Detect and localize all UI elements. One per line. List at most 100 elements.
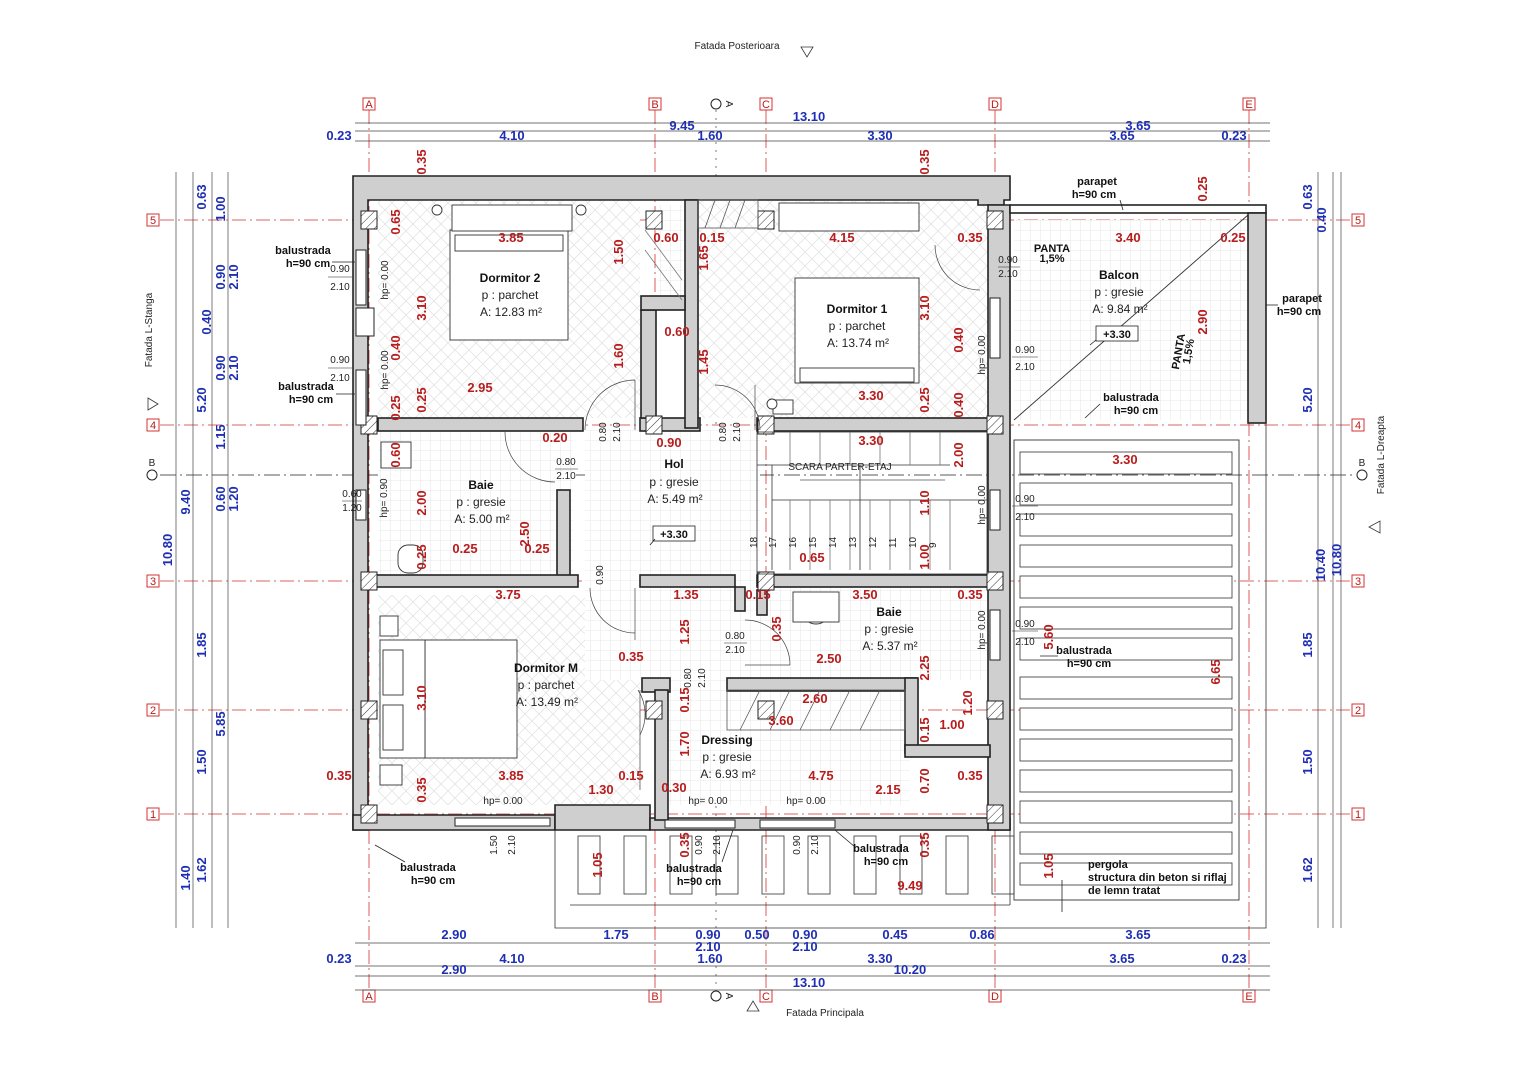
section-marker-b-right: B [1356, 458, 1368, 481]
svg-text:2.15: 2.15 [875, 782, 900, 797]
facade-front-label: Fatada Principala [786, 1008, 864, 1019]
svg-text:B: B [1359, 458, 1366, 469]
svg-text:1.20: 1.20 [960, 690, 975, 715]
svg-text:hp= 0.00: hp= 0.00 [977, 335, 988, 375]
axis-marker-bottom-b: B [648, 989, 662, 1003]
wardrobes [644, 199, 906, 731]
columns [360, 210, 1004, 824]
svg-text:1.10: 1.10 [917, 490, 932, 515]
opening-baie: 0.802.10 [555, 457, 578, 482]
svg-text:A: 5.49 m²: A: 5.49 m² [647, 492, 702, 506]
dimension-lines [175, 122, 1342, 991]
svg-text:0.90: 0.90 [330, 355, 350, 366]
svg-text:15: 15 [808, 536, 819, 548]
svg-text:0.70: 0.70 [917, 768, 932, 793]
svg-text:3.30: 3.30 [858, 433, 883, 448]
svg-text:0.40: 0.40 [951, 392, 966, 417]
svg-text:0.80: 0.80 [556, 457, 576, 468]
stair-numbers: 18 17 16 15 14 13 12 11 10 9 SCARA PARTE… [749, 462, 939, 548]
svg-text:2.10: 2.10 [330, 282, 350, 293]
svg-text:0.35: 0.35 [917, 832, 932, 857]
svg-text:1.15: 1.15 [213, 424, 228, 449]
opening-left-2: 0.90 2.10 [328, 355, 352, 384]
svg-text:0.80: 0.80 [725, 631, 745, 642]
svg-text:1,5%: 1,5% [1039, 253, 1064, 265]
svg-text:5.20: 5.20 [194, 387, 209, 412]
svg-text:3.65: 3.65 [1109, 951, 1134, 966]
svg-text:h=90 cm: h=90 cm [286, 258, 331, 270]
svg-text:A: 12.83 m²: A: 12.83 m² [480, 305, 542, 319]
svg-text:0.35: 0.35 [957, 587, 982, 602]
svg-text:pergola: pergola [1088, 859, 1129, 871]
svg-text:5.20: 5.20 [1300, 387, 1315, 412]
svg-text:0.25: 0.25 [1220, 230, 1245, 245]
svg-text:12: 12 [868, 536, 879, 548]
svg-text:0.45: 0.45 [882, 927, 907, 942]
svg-text:0.63: 0.63 [194, 184, 209, 209]
svg-text:p : parchet: p : parchet [829, 319, 886, 333]
svg-text:1: 1 [150, 809, 156, 821]
svg-text:A: 9.84 m²: A: 9.84 m² [1092, 302, 1147, 316]
svg-text:4.75: 4.75 [808, 768, 833, 783]
svg-text:0.30: 0.30 [661, 780, 686, 795]
svg-text:hp= 0.00: hp= 0.00 [688, 796, 728, 807]
svg-text:0.80: 0.80 [598, 422, 609, 442]
svg-text:0.40: 0.40 [199, 309, 214, 334]
svg-text:2.50: 2.50 [816, 651, 841, 666]
svg-text:2.00: 2.00 [414, 490, 429, 515]
svg-text:hp= 0.00: hp= 0.00 [977, 485, 988, 525]
svg-text:2.60: 2.60 [802, 691, 827, 706]
svg-text:1.25: 1.25 [677, 619, 692, 644]
svg-text:5.85: 5.85 [213, 711, 228, 736]
svg-text:1.60: 1.60 [697, 128, 722, 143]
svg-text:D: D [991, 99, 999, 111]
axis-marker-right-1: 1 [1351, 807, 1365, 821]
svg-text:0.90: 0.90 [1015, 619, 1035, 630]
svg-text:parapet: parapet [1282, 293, 1322, 305]
svg-text:balustrada: balustrada [400, 862, 457, 874]
svg-text:9.40: 9.40 [178, 489, 193, 514]
svg-text:h=90 cm: h=90 cm [864, 856, 909, 868]
axis-marker-top-a: A [362, 97, 376, 111]
axis-marker-bottom-e: E [1242, 989, 1256, 1003]
svg-text:h=90 cm: h=90 cm [677, 876, 722, 888]
svg-text:hp= 0.00: hp= 0.00 [483, 796, 523, 807]
svg-text:parapet: parapet [1077, 176, 1117, 188]
svg-text:p : gresie: p : gresie [702, 750, 752, 764]
svg-text:1: 1 [1355, 809, 1361, 821]
svg-text:2.10: 2.10 [330, 373, 350, 384]
svg-text:0.90: 0.90 [998, 255, 1018, 266]
room-hol: Hol p : gresie A: 5.49 m² [647, 457, 702, 506]
svg-text:B: B [651, 991, 658, 1003]
note-balustrada-left-2: balustrada h=90 cm [278, 381, 355, 406]
axis-marker-right-4: 4 [1351, 418, 1365, 432]
svg-text:A: 13.74 m²: A: 13.74 m² [827, 336, 889, 350]
svg-text:hp= 0.00: hp= 0.00 [977, 610, 988, 650]
svg-text:2.90: 2.90 [441, 927, 466, 942]
svg-text:3.30: 3.30 [867, 951, 892, 966]
room-baie-left: Baie p : gresie A: 5.00 m² [454, 478, 509, 526]
svg-text:10.20: 10.20 [894, 962, 927, 977]
svg-text:2.10: 2.10 [712, 835, 723, 855]
svg-text:Baie: Baie [876, 605, 902, 619]
svg-text:18: 18 [749, 536, 760, 548]
top-dimensions: 13.10 9.45 3.65 0.23 4.10 1.60 3.30 3.65… [326, 109, 1246, 143]
front-pergola [554, 420, 1267, 929]
axis-marker-left-3: 3 [146, 574, 160, 588]
svg-text:0.60: 0.60 [664, 324, 689, 339]
svg-text:C: C [762, 99, 770, 111]
facade-rear-label: Fatada Posterioara [694, 41, 779, 52]
svg-text:balustrada: balustrada [1103, 392, 1160, 404]
svg-text:Baie: Baie [468, 478, 494, 492]
left-dimensions: 10.80 9.40 1.40 0.63 5.20 1.85 1.50 1.62… [160, 184, 241, 890]
svg-text:Dressing: Dressing [701, 733, 752, 747]
svg-text:1.75: 1.75 [603, 927, 628, 942]
svg-text:0.25: 0.25 [524, 541, 549, 556]
svg-text:balustrada: balustrada [278, 381, 335, 393]
svg-text:0.35: 0.35 [326, 768, 351, 783]
svg-text:Dormitor 1: Dormitor 1 [827, 302, 888, 316]
note-parapet-top: parapet h=90 cm [1072, 176, 1124, 211]
svg-text:3.10: 3.10 [414, 295, 429, 320]
axis-marker-left-5: 5 [146, 213, 160, 227]
